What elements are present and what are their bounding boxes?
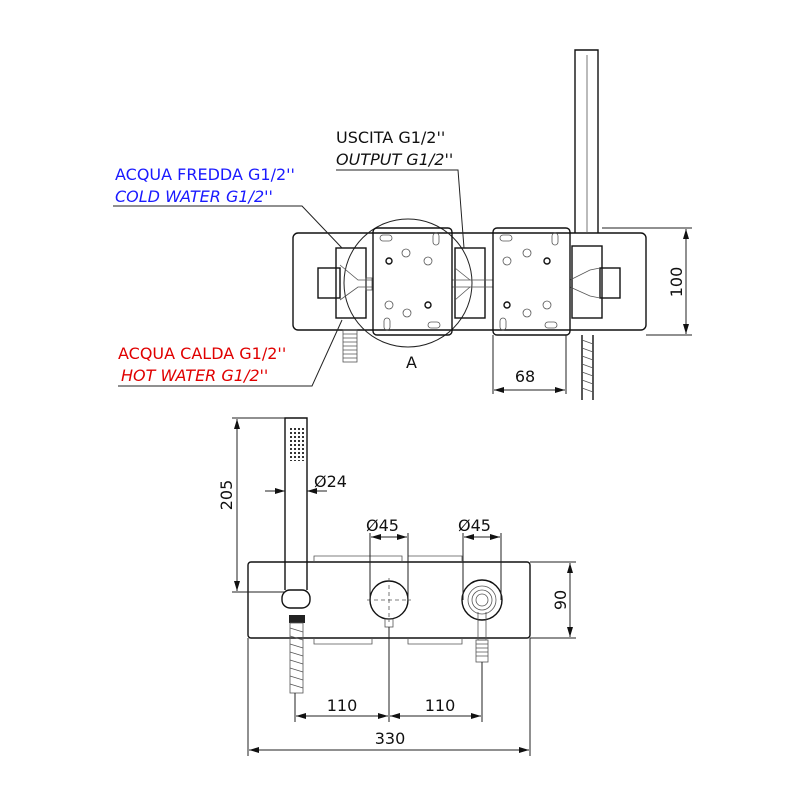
top-view: A [113, 49, 692, 400]
mounting-plate-right [492, 227, 571, 336]
valve-cold [317, 247, 372, 319]
front-view: 205 Ø24 Ø45 Ø45 90 110 [217, 417, 576, 756]
svg-text:ACQUA FREDDA G1/2'': ACQUA FREDDA G1/2'' [115, 165, 295, 184]
detail-label: A [406, 353, 417, 372]
dimension-90: 90 [530, 561, 576, 639]
svg-text:Ø24: Ø24 [314, 472, 347, 491]
diverter-knob-2 [461, 579, 503, 663]
cold-water-callout: ACQUA FREDDA G1/2'' COLD WATER G1/2'' [113, 165, 343, 249]
dimension-d24: Ø24 [265, 472, 347, 494]
svg-text:330: 330 [375, 729, 406, 748]
svg-text:100: 100 [667, 267, 686, 298]
dimension-d45-2: Ø45 [458, 516, 502, 600]
svg-text:OUTPUT G1/2'': OUTPUT G1/2'' [336, 150, 453, 169]
valve-diverter [569, 245, 621, 319]
dimension-d45-1: Ø45 [366, 516, 409, 600]
svg-text:HOT WATER G1/2'': HOT WATER G1/2'' [121, 366, 268, 385]
valve-output [452, 247, 493, 319]
svg-text:USCITA G1/2'': USCITA G1/2'' [336, 128, 445, 147]
output-callout: USCITA G1/2'' OUTPUT G1/2'' [336, 128, 465, 249]
svg-text:COLD WATER G1/2'': COLD WATER G1/2'' [115, 187, 273, 206]
hot-water-callout: ACQUA CALDA G1/2'' HOT WATER G1/2'' [118, 319, 343, 387]
mounting-plate-left [372, 227, 453, 336]
hand-shower-top [574, 49, 599, 400]
svg-text:ACQUA CALDA G1/2'': ACQUA CALDA G1/2'' [118, 344, 286, 363]
svg-text:110: 110 [425, 696, 456, 715]
svg-text:110: 110 [327, 696, 358, 715]
hand-shower-front [281, 417, 311, 694]
dimension-330: 330 [247, 638, 531, 756]
svg-text:90: 90 [551, 590, 570, 610]
dimension-110-1: 110 [294, 627, 390, 722]
detail-circle-a [343, 218, 473, 348]
dimension-205: 205 [217, 417, 285, 593]
svg-text:205: 205 [217, 480, 236, 511]
back-plate [292, 232, 647, 331]
dimension-100: 100 [602, 227, 692, 336]
mixer-knob-1 [367, 578, 411, 628]
dimension-110-2: 110 [390, 662, 483, 722]
svg-text:68: 68 [515, 367, 535, 386]
svg-text:Ø45: Ø45 [366, 516, 399, 535]
dimension-68: 68 [492, 335, 567, 394]
svg-text:Ø45: Ø45 [458, 516, 491, 535]
